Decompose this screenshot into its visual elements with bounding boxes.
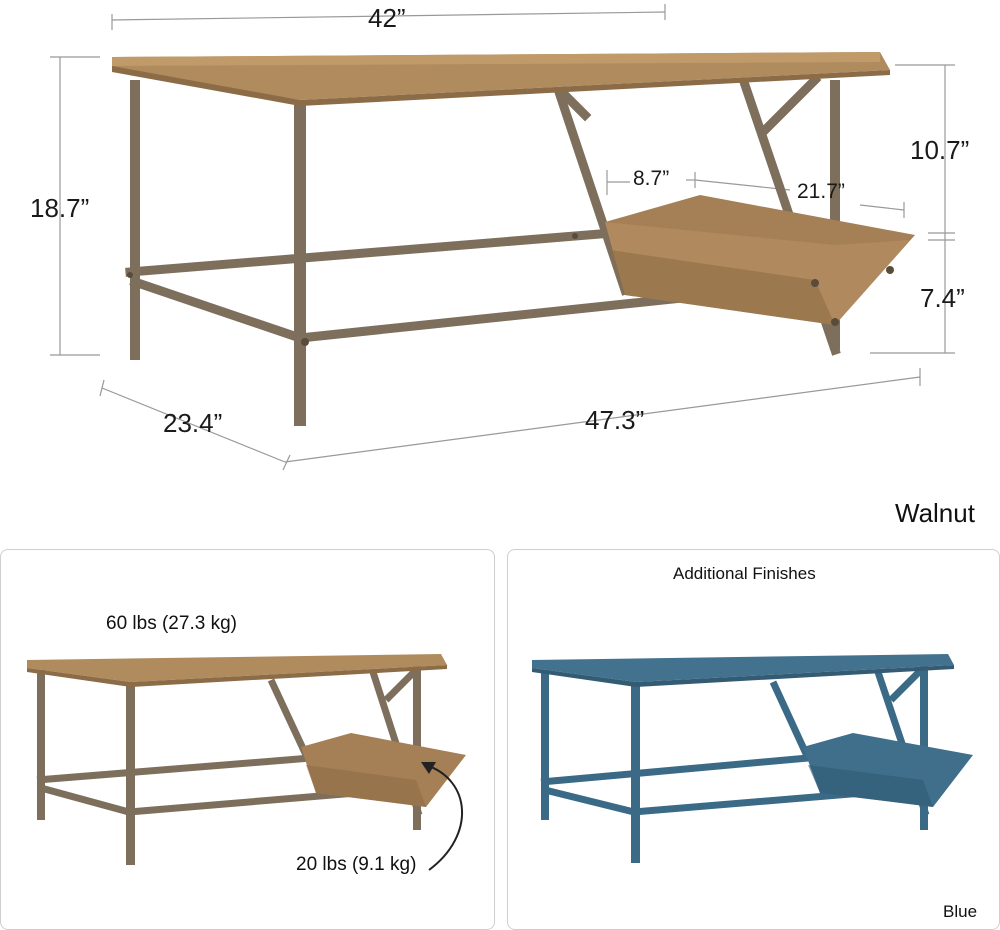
additional-finishes-title: Additional Finishes	[673, 564, 816, 583]
rack-weight-label: 20 lbs (9.1 kg)	[296, 854, 417, 875]
dim-lower-rack-height: 7.4”	[920, 283, 965, 313]
dim-depth: 23.4”	[163, 408, 223, 438]
weight-capacity-panel: 60 lbs (27.3 kg) 20 lbs (9.1 kg)	[0, 549, 495, 930]
main-finish-label: Walnut	[895, 498, 975, 528]
blue-finish-label: Blue	[943, 902, 978, 921]
main-diagram: 42” 18.7” 10.7” 7.4” 8.7” 21.7” 23.4” 47…	[30, 3, 970, 471]
additional-finishes-panel: Additional Finishes Blue	[507, 549, 1000, 930]
dim-top-width: 42”	[368, 3, 406, 33]
dim-length: 47.3”	[585, 405, 645, 435]
dim-rack-depth: 8.7”	[633, 167, 670, 190]
table-walnut-large	[112, 52, 915, 426]
table-blue-small	[532, 654, 973, 863]
dim-upper-rack-height: 10.7”	[910, 135, 970, 165]
top-weight-label: 60 lbs (27.3 kg)	[106, 613, 237, 634]
dim-height: 18.7”	[30, 193, 90, 223]
table-walnut-small	[27, 654, 466, 871]
dimension-lines	[50, 4, 955, 471]
dim-rack-length: 21.7”	[797, 180, 845, 203]
